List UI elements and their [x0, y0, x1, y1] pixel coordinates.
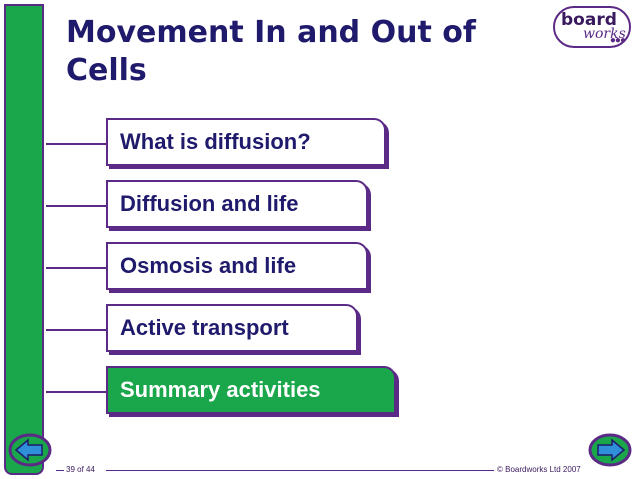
- menu-item-label: Osmosis and life: [120, 253, 297, 278]
- menu-connector: [46, 267, 108, 269]
- footer-divider: [106, 470, 494, 471]
- logo-frame: [553, 6, 631, 48]
- menu-item-osmosis-and-life[interactable]: Osmosis and life: [106, 242, 368, 290]
- copyright-text: © Boardworks Ltd 2007: [497, 465, 581, 474]
- logo-dots-icon: ●●●: [609, 35, 626, 46]
- logo-board-text: board: [561, 10, 617, 30]
- page-number: 39 of 44: [66, 465, 95, 474]
- slide-title: Movement In and Out of Cells: [66, 15, 476, 88]
- menu-connector: [46, 329, 108, 331]
- menu-item-label: Diffusion and life: [120, 191, 299, 216]
- sidebar-title: Contents: [6, 6, 73, 477]
- menu-item-active-transport[interactable]: Active transport: [106, 304, 358, 352]
- footer-divider: [56, 470, 64, 471]
- menu-item-what-is-diffusion[interactable]: What is diffusion?: [106, 118, 386, 166]
- back-arrow-icon[interactable]: [8, 432, 52, 468]
- sidebar-label: Contents: [39, 147, 73, 298]
- menu-connector: [46, 391, 108, 393]
- forward-arrow-icon[interactable]: [588, 432, 632, 468]
- sidebar-strip: Contents: [4, 4, 73, 477]
- menu-item-label: Summary activities: [120, 377, 321, 402]
- menu-item-summary-activities[interactable]: Summary activities: [106, 366, 396, 414]
- logo-works-text: works: [583, 26, 626, 42]
- menu-item-label: Active transport: [120, 315, 289, 340]
- menu-item-diffusion-and-life[interactable]: Diffusion and life: [106, 180, 368, 228]
- menu-item-label: What is diffusion?: [120, 129, 311, 154]
- boardworks-logo: board works ●●●: [553, 6, 631, 50]
- menu-connector: [46, 143, 108, 145]
- menu-connector: [46, 205, 108, 207]
